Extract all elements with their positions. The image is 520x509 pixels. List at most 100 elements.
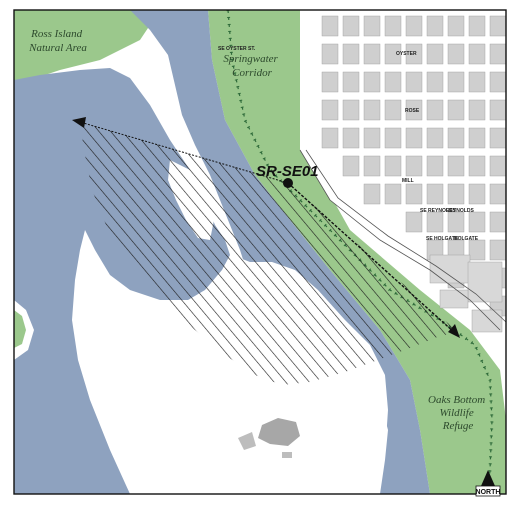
city-block [363,99,381,121]
city-block [468,155,486,177]
city-block [426,211,444,233]
city-block [489,99,506,121]
ross-island-park [14,10,160,85]
view-ray-southeast-arrow [448,324,460,338]
city-block [426,127,444,149]
city-block [405,155,423,177]
north-arrow-label: NORTH [476,489,501,496]
map-border [13,9,507,495]
city-block [468,239,486,261]
city-block [489,183,506,205]
city-block [405,43,423,65]
city-block [342,71,360,93]
city-block [384,155,402,177]
city-block [447,99,465,121]
city-block [429,254,471,284]
city-block [384,99,402,121]
city-block [447,71,465,93]
city-block [321,127,339,149]
street-label-mill: MILL [402,178,414,184]
city-block [447,155,465,177]
street-label-rose: ROSE [405,108,420,114]
city-block [426,43,444,65]
city-block [426,71,444,93]
viewpoint-marker[interactable] [283,178,293,188]
city-block [405,71,423,93]
city-block [321,71,339,93]
city-block [447,211,465,233]
oaks-bottom-label: Oaks Bottom Wildlife Refuge [428,394,488,432]
view-ray-southeast [287,182,456,334]
riverside-road [299,149,501,331]
city-block [489,71,506,93]
city-block [342,15,360,37]
city-block [468,211,486,233]
city-block [426,155,444,177]
city-block [405,183,423,205]
city-block [363,43,381,65]
city-block [468,71,486,93]
city-block [405,211,423,233]
city-block [363,127,381,149]
island-feature-small [238,432,256,450]
viewshed-area [80,122,458,385]
street-label-se-oyster: SE OYSTER ST. [218,46,256,52]
city-block [447,183,465,205]
city-block [384,127,402,149]
city-block [467,261,503,303]
city-block [426,183,444,205]
city-block [405,127,423,149]
city-block [342,99,360,121]
city-block [405,99,423,121]
city-block [468,43,486,65]
viewpoint-label: SR-SE01 [256,163,319,180]
springwater-label: Springwater Corridor [223,53,280,79]
city-block [439,289,469,309]
west-shore-park [14,310,26,348]
city-block [489,155,506,177]
street-label-oyster: OYSTER [396,51,417,57]
street-label-se-reynolds: SE REYNOLDS [420,208,457,214]
city-block [426,99,444,121]
street-label-reynolds: REYNOLDS [446,208,474,214]
city-block [342,43,360,65]
city-block [489,239,506,261]
city-block [384,183,402,205]
riverside-road-2 [305,149,506,323]
city-block [426,15,444,37]
street-label-se-holgate: SE HOLGATE [426,236,459,242]
city-block [363,15,381,37]
city-block [321,15,339,37]
north-arrow: NORTH [476,470,501,497]
city-block [468,183,486,205]
city-block [468,15,486,37]
city-block-grid [300,10,506,333]
city-block [447,43,465,65]
city-block [384,71,402,93]
city-block [447,15,465,37]
north-arrow-icon [481,470,495,486]
city-block [384,43,402,65]
view-ray-west [79,121,289,184]
city-block [489,211,506,233]
city-block [321,43,339,65]
view-ray-west-arrow [72,117,86,128]
city-block [384,15,402,37]
city-block [489,127,506,149]
city-block [468,127,486,149]
city-block [342,127,360,149]
island-feature [258,418,300,446]
city-block [363,155,381,177]
city-block [342,155,360,177]
city-block [489,15,506,37]
city-block [489,43,506,65]
city-block [405,15,423,37]
city-block [363,183,381,205]
city-block [471,309,503,333]
city-block [468,99,486,121]
city-block [363,71,381,93]
island-feature-tiny [282,452,292,458]
city-block [447,127,465,149]
